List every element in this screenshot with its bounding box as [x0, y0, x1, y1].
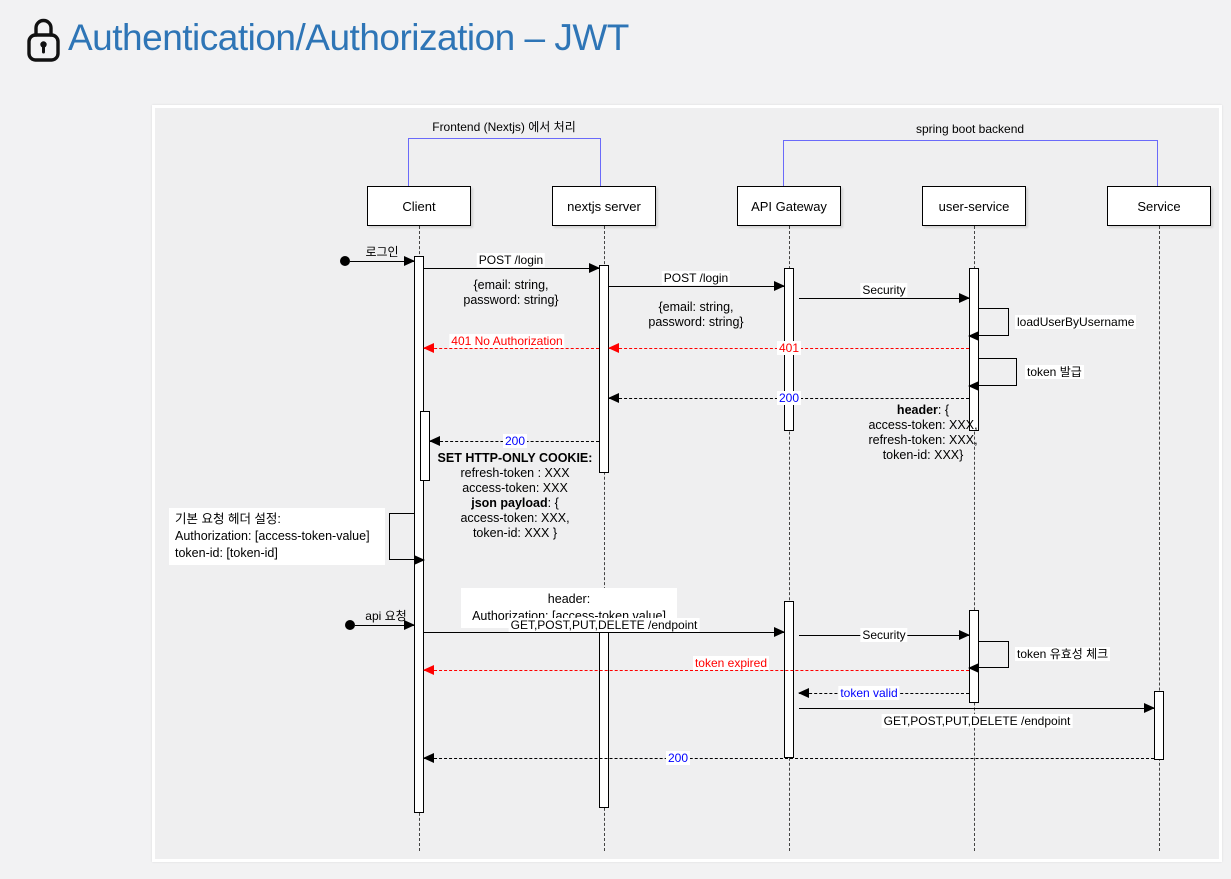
message-endpoint-1-label: GET,POST,PUT,DELETE /endpoint [508, 618, 700, 632]
message-post-login-2-arrow [609, 281, 785, 291]
message-security-1-label: Security [860, 283, 908, 297]
message-security-1-arrow [799, 293, 970, 303]
lifeline-user-service [974, 226, 975, 851]
frontend-group-label: Frontend (Nextjs) 에서 처리 [432, 120, 576, 134]
lifeline-nextjs-server [604, 226, 605, 851]
actor-client: Client [367, 186, 471, 226]
message-login-arrow [350, 256, 415, 266]
message-api-request-label: api 요청 [365, 609, 407, 623]
sequence-diagram-panel: Frontend (Nextjs) 에서 처리 spring boot back… [152, 105, 1222, 862]
start-dot-login [340, 256, 350, 266]
self-loop-token-issue-label: token 발급 [1025, 365, 1084, 379]
actor-api-gateway: API Gateway [737, 186, 841, 226]
self-loop-load-user [968, 308, 1009, 341]
message-endpoint-1-arrow [424, 627, 785, 637]
activation-nextjs-2 [599, 631, 609, 808]
actor-service-label: Service [1137, 198, 1181, 214]
message-200-cookie-label: 200 [502, 434, 528, 448]
message-api-request-arrow [355, 620, 415, 630]
self-loop-token-issue [968, 358, 1017, 391]
actor-client-label: Client [402, 198, 436, 214]
self-loop-load-user-label: loadUserByUsername [1015, 315, 1137, 329]
message-token-expired-label: token expired [692, 656, 770, 670]
message-post-login-1-label: POST /login [476, 253, 546, 267]
message-token-expired-arrow [423, 665, 969, 675]
activation-user-service-2 [969, 610, 979, 703]
message-200-final-arrow [423, 753, 1154, 763]
message-post-login-1-body: {email: string, password: string} [463, 278, 559, 307]
set-cookie-title: SET HTTP-ONLY COOKIE: [437, 451, 593, 465]
activation-user-service-1 [969, 268, 979, 431]
page-header: Authentication/Authorization – JWT [24, 14, 629, 62]
activation-client-main [414, 256, 424, 813]
message-endpoint-2-arrow [799, 703, 1155, 713]
message-security-2-label: Security [860, 628, 908, 642]
frontend-group-bracket [408, 138, 601, 186]
backend-group-bracket [783, 140, 1158, 186]
activation-service [1154, 691, 1164, 760]
message-token-valid-label: token valid [838, 686, 900, 700]
response-header-bold: header [896, 403, 938, 417]
message-200-final-label: 200 [665, 751, 691, 765]
message-post-login-2-label: POST /login [661, 271, 731, 285]
actor-nextjs-label: nextjs server [567, 198, 641, 214]
lifeline-service [1159, 226, 1160, 851]
activation-client-nested [420, 411, 430, 481]
message-login-label: 로그인 [365, 245, 399, 259]
actor-user-service: user-service [922, 186, 1026, 226]
page-title: Authentication/Authorization – JWT [68, 17, 629, 58]
lifeline-api-gateway [789, 226, 790, 851]
self-loop-token-check-label: token 유효성 체크 [1015, 647, 1111, 661]
note-default-request-headers: 기본 요청 헤더 설정: Authorization: [access-toke… [169, 508, 385, 565]
actor-service: Service [1107, 186, 1211, 226]
message-endpoint-2-label: GET,POST,PUT,DELETE /endpoint [881, 714, 1073, 728]
lock-icon [27, 18, 60, 62]
message-post-login-2-body: {email: string, password: string} [648, 300, 744, 329]
message-401-no-auth-label: 401 No Authorization [449, 334, 565, 348]
activation-nextjs-1 [599, 265, 609, 473]
start-dot-api-request [345, 620, 355, 630]
response-header-rest: : { [937, 403, 950, 417]
backend-group-label: spring boot backend [915, 122, 1025, 136]
json-payload-bold: json payload [471, 496, 548, 510]
response-header-body: access-token: XXX, refresh-token: XXX, t… [868, 418, 978, 462]
message-401-label: 401 [776, 341, 802, 355]
message-200-backend-label: 200 [776, 391, 802, 405]
activation-gateway-2 [784, 601, 794, 758]
json-payload-rest: : { [547, 496, 559, 510]
set-cookie-block: SET HTTP-ONLY COOKIE:refresh-token : XXX… [438, 451, 593, 541]
self-loop-set-default-headers [389, 513, 425, 565]
response-header-block: header: {access-token: XXX, refresh-toke… [868, 403, 977, 463]
self-loop-token-check [968, 641, 1009, 673]
message-401-no-auth-arrow [423, 343, 599, 353]
actor-nextjs-server: nextjs server [552, 186, 656, 226]
set-cookie-body: refresh-token : XXX access-token: XXX [460, 466, 570, 495]
json-payload-body: access-token: XXX, token-id: XXX } [460, 511, 570, 540]
actor-user-service-label: user-service [938, 198, 1010, 214]
actor-gateway-label: API Gateway [751, 198, 827, 214]
message-post-login-1-arrow [424, 263, 600, 273]
